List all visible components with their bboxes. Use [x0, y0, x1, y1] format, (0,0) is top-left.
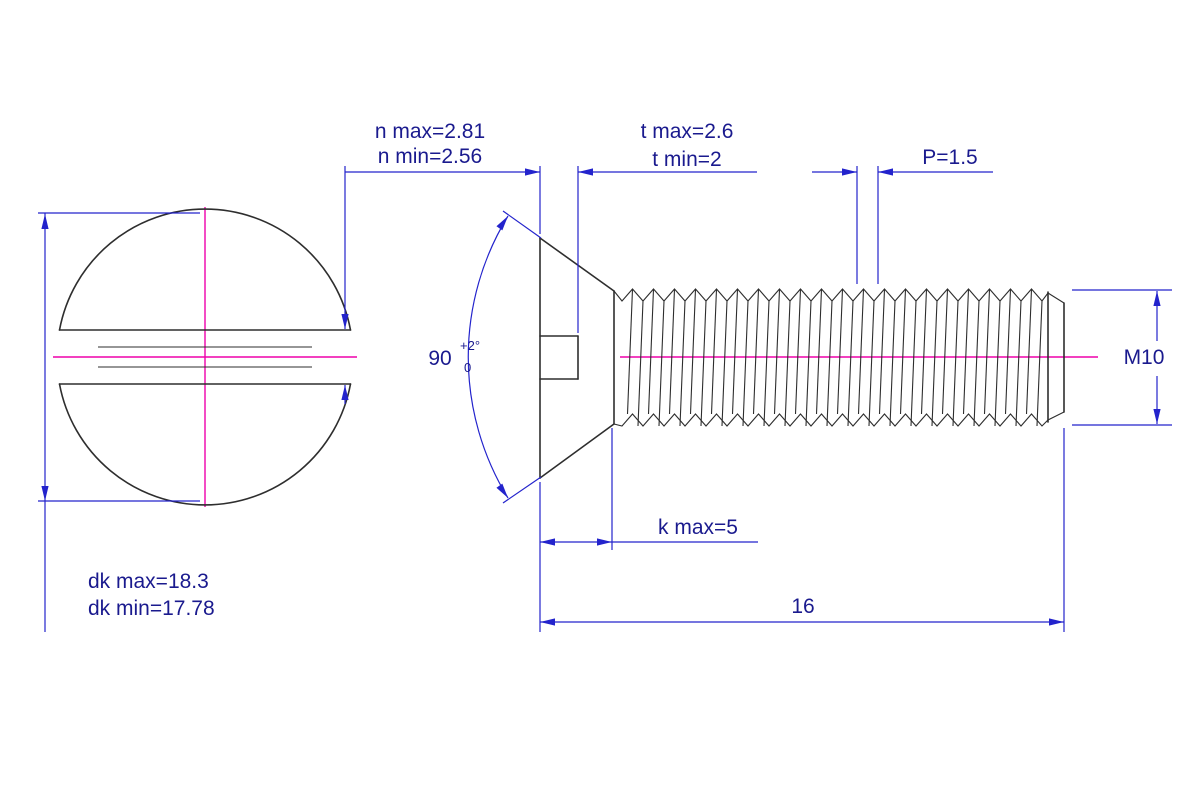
arrowhead	[842, 168, 857, 176]
label-pitch: P=1.5	[922, 146, 977, 169]
countersink-flank-bottom	[539, 423, 615, 479]
arrowhead	[496, 216, 508, 231]
label-angle-tolerance-lower: 0	[464, 360, 471, 375]
label-t-min: t min=2	[652, 148, 721, 171]
arrowhead	[496, 483, 508, 498]
arrowhead	[41, 486, 49, 501]
head-circle-top-arc	[58, 208, 352, 331]
arrowhead	[1153, 291, 1161, 306]
arrowhead	[41, 214, 49, 229]
arrowhead	[540, 618, 555, 626]
arrowhead	[525, 168, 540, 176]
arrowhead	[341, 385, 349, 400]
angle-extension-bottom	[502, 476, 542, 504]
label-n-min: n min=2.56	[378, 145, 483, 168]
label-t-max: t max=2.6	[641, 120, 734, 143]
label-angle-tolerance-upper: +2°	[460, 338, 480, 353]
arrowhead	[878, 168, 893, 176]
thread-pattern	[613, 288, 1065, 427]
arrowhead	[1049, 618, 1064, 626]
label-n-max: n max=2.81	[375, 120, 485, 143]
arrowhead	[578, 168, 593, 176]
front-view-head	[58, 208, 352, 506]
label-head-height: k max=5	[658, 516, 738, 539]
dimension-labels: n max=2.81 n min=2.56 t max=2.6 t min=2 …	[88, 120, 1164, 620]
label-dk-max: dk max=18.3	[88, 570, 209, 593]
label-countersink-angle: 90	[428, 347, 451, 370]
angle-dimension-arc	[467, 215, 509, 499]
arrowhead	[1153, 409, 1161, 424]
dimension-arrowheads	[41, 168, 1161, 626]
arrowhead	[597, 538, 612, 546]
label-dk-min: dk min=17.78	[88, 597, 215, 620]
arrowhead	[341, 314, 349, 329]
countersink-flank-top	[539, 237, 615, 292]
dimension-lines	[38, 166, 1172, 632]
head-circle-bottom-arc	[58, 383, 352, 506]
label-thread-size: M10	[1124, 346, 1165, 369]
angle-extension-top	[502, 210, 542, 239]
arrowhead	[540, 538, 555, 546]
centerlines	[53, 207, 1098, 507]
label-length: 16	[791, 595, 814, 618]
side-view-screw	[539, 237, 1065, 479]
